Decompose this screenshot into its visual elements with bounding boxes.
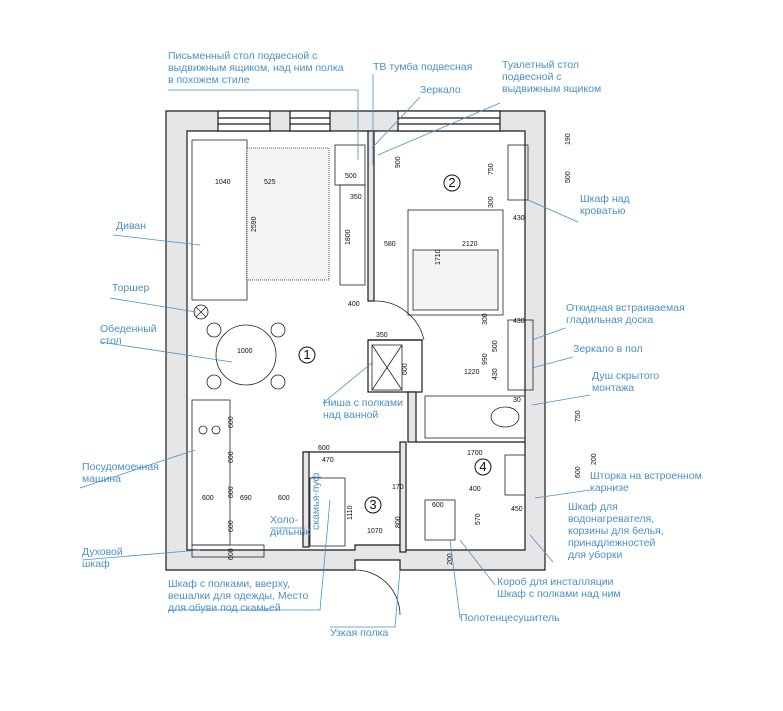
narrow-shelf-label: Узкая полка — [330, 627, 389, 639]
dimension: 350 — [376, 332, 388, 339]
bed-cabinet-label: Шкаф над кроватью — [580, 193, 630, 217]
furniture — [191, 139, 534, 616]
bathtub-shape — [424, 395, 526, 439]
dimension: 600 — [575, 466, 582, 478]
dimension: 990 — [482, 353, 489, 365]
floor-lamp-label: Торшер — [112, 282, 150, 294]
sofa-label: Диван — [116, 220, 147, 232]
dimensions: 1040 525 2590 500 900 190 750 300 500 43… — [202, 133, 598, 565]
wardrobe-shape — [309, 477, 346, 547]
dimension: 170 — [392, 484, 404, 491]
dimension: 1710 — [435, 249, 442, 265]
sink-shape — [504, 454, 526, 496]
shower-label: Душ скрытого монтажа — [592, 370, 660, 394]
dimension: 1070 — [367, 528, 383, 535]
room-2-number: 2 — [448, 175, 455, 190]
dimension: 350 — [350, 194, 362, 201]
room-3-number: 3 — [369, 497, 376, 512]
dining-table-shape — [215, 324, 277, 386]
dimension: 1040 — [215, 179, 231, 186]
dimension: 1700 — [467, 450, 483, 457]
dimension: 190 — [565, 133, 572, 145]
dimension: 1000 — [237, 348, 253, 355]
water-heater-cabinet-label: Шкаф для водонагревателя, корзины для бе… — [568, 501, 664, 561]
bath-niche-label: Ниша с полками над ванной — [323, 397, 403, 421]
dimension: 600 — [228, 416, 235, 428]
dimension: 600 — [318, 445, 330, 452]
dimension: 200 — [591, 453, 598, 465]
shower-curtain-label: Шторка на встроенном карнизе — [590, 470, 702, 494]
tv-stand-label: ТВ тумба подвесная — [373, 61, 473, 73]
towel-dryer-label: Полотенцесушитель — [460, 612, 560, 624]
dimension: 1110 — [347, 505, 354, 520]
dimension: 430 — [513, 215, 525, 222]
dining-table-label: Обеденный стол — [100, 323, 157, 347]
floor-mirror-label: Зеркало в пол — [573, 343, 643, 355]
dimension: 600 — [228, 451, 235, 463]
dishwasher-label: Посудомоечная машина — [82, 461, 159, 485]
dimension: 500 — [345, 173, 357, 180]
mirror-label: Зеркало — [420, 84, 461, 96]
dimension: 525 — [264, 179, 276, 186]
dimension: 430 — [492, 368, 499, 380]
dimension: 1800 — [345, 229, 352, 245]
oven-label: Духовой шкаф — [82, 546, 123, 570]
dimension: 750 — [488, 163, 495, 175]
dimension: 600 — [228, 548, 235, 560]
leader-lines — [79, 74, 591, 628]
dimension: 800 — [228, 486, 235, 498]
install-box-label: Короб для инсталляции Шкаф с полками над… — [497, 576, 621, 600]
dimension: 600 — [402, 363, 409, 375]
room-1-number: 1 — [303, 347, 310, 362]
dimension: 430 — [513, 318, 525, 325]
dimension: 200 — [447, 553, 454, 565]
dimension: 900 — [395, 156, 402, 168]
dimension: 500 — [565, 171, 572, 183]
dimension: 600 — [228, 520, 235, 532]
dimension: 600 — [432, 502, 444, 509]
dimension: 500 — [492, 340, 499, 352]
dimension: 750 — [575, 410, 582, 422]
dimension: 1220 — [464, 369, 480, 376]
dimension: 600 — [202, 495, 214, 502]
wardrobe-label: Шкаф с полками, вверху, вешалки для одеж… — [168, 578, 309, 614]
niche-shape — [371, 344, 403, 391]
ironing-board-label: Откидная встраиваемая гладильная доска — [566, 302, 685, 326]
dimension: 800 — [395, 516, 402, 528]
dimension: 690 — [240, 495, 252, 502]
dimension: 400 — [348, 301, 360, 308]
dimension: 400 — [469, 486, 481, 493]
dimension: 580 — [384, 241, 396, 248]
desk-label: Письменный стол подвесной с выдвижным ящ… — [168, 50, 344, 86]
bench-label: скамья-пуф — [310, 472, 322, 530]
dimension: 570 — [475, 513, 482, 525]
room-numbers: 1 2 3 4 — [298, 174, 492, 514]
room-4-number: 4 — [479, 459, 486, 474]
fridge-label: Холо-дильник — [270, 514, 310, 538]
dimension: 600 — [278, 495, 290, 502]
dimension: 450 — [511, 506, 523, 513]
dimension: 470 — [322, 457, 334, 464]
dimension: 30 — [513, 397, 521, 404]
dimension: 2120 — [462, 241, 478, 248]
dimension: 300 — [482, 313, 489, 325]
dimension: 2590 — [251, 216, 258, 232]
vanity-label: Туалетный стол подвесной с выдвижным ящи… — [502, 59, 602, 95]
bed-shape — [407, 209, 504, 316]
dimension: 300 — [488, 196, 495, 208]
toilet-shape — [424, 499, 456, 541]
bed-cabinet-shape — [507, 144, 529, 201]
